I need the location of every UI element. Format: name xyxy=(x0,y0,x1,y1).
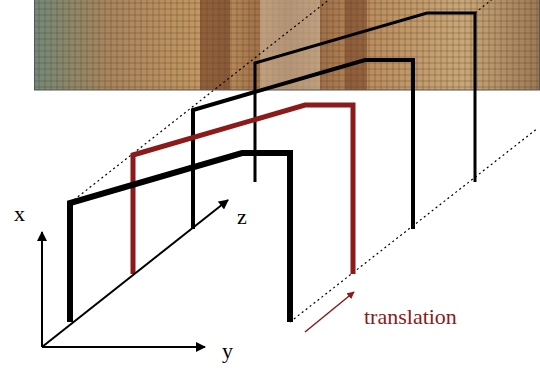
coordinate-axes xyxy=(42,200,228,347)
guide-lines xyxy=(70,0,538,322)
translation-arrow xyxy=(305,292,354,332)
motion-label: translation xyxy=(364,306,457,328)
axis-label: x xyxy=(14,203,25,225)
axis-label: y xyxy=(222,340,233,362)
axis-label: z xyxy=(237,206,247,228)
